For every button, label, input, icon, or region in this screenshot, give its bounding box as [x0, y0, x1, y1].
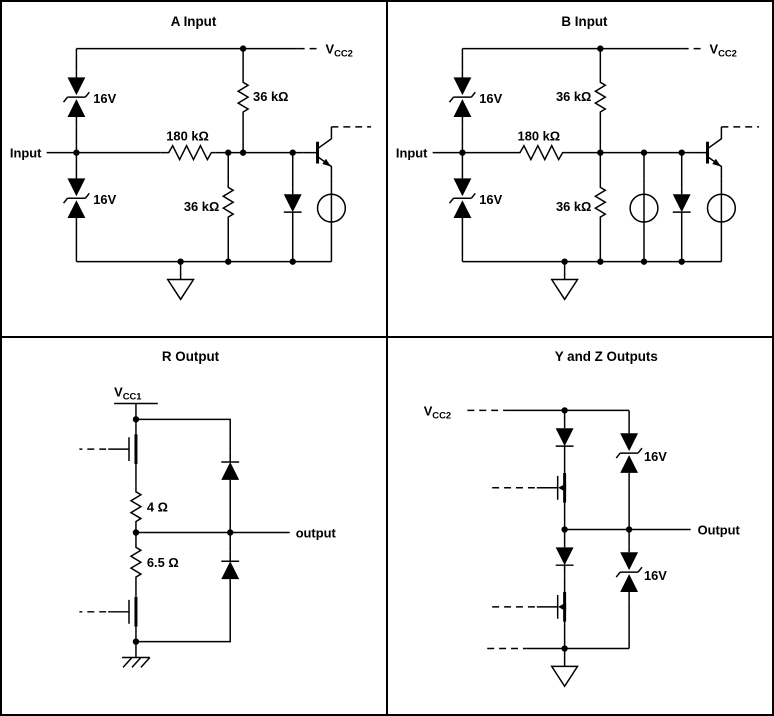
a-pullup-resistor — [237, 76, 249, 118]
b-pulldown-resistor-label: 36 kΩ — [556, 199, 591, 214]
a-input-label: Input — [10, 146, 42, 161]
b-input-label: Input — [396, 146, 428, 161]
panel-yz-outputs: Y and Z Outputs — [424, 349, 741, 687]
yz-output-wires — [467, 409, 691, 659]
yz-upper-diode — [554, 421, 575, 457]
b-zener-pair-bottom — [448, 171, 477, 229]
b-series-resistor-label: 180 kΩ — [518, 129, 561, 144]
b-current-source-2 — [706, 177, 737, 239]
yz-upper-mosfet — [537, 458, 566, 518]
yz-zener-top-label: 16V — [644, 449, 667, 464]
b-zener-pair-top — [448, 70, 477, 128]
a-input-wires — [46, 47, 372, 272]
r-lower-clamp-diode — [220, 550, 240, 586]
b-junction-dots — [459, 45, 685, 265]
yz-junction-dots — [561, 407, 633, 652]
panel-divider-horizontal — [2, 336, 772, 338]
a-zener-pair-bottom — [62, 171, 91, 229]
b-vcc2-label: VCC2 — [709, 42, 736, 59]
a-zener-pair-top — [62, 70, 91, 128]
yz-zener-pair-bottom — [615, 545, 643, 603]
yz-zener-pair-top — [615, 426, 643, 484]
b-zener-top-label: 16V — [479, 91, 502, 106]
a-ground-symbol — [166, 270, 195, 301]
r-lower-mosfet — [106, 580, 138, 644]
r-junction-dots — [132, 416, 234, 645]
a-junction-dots — [73, 45, 296, 265]
yz-outputs-title: Y and Z Outputs — [555, 349, 658, 364]
a-pulldown-resistor — [222, 181, 234, 223]
a-series-resistor — [160, 144, 217, 161]
b-pullup-resistor-label: 36 kΩ — [556, 89, 591, 104]
r-vcc1-label: VCC1 — [114, 385, 141, 402]
r-upper-clamp-diode — [220, 451, 240, 487]
a-series-resistor-label: 180 kΩ — [166, 129, 209, 144]
r-lower-resistor-label: 6.5 Ω — [147, 555, 179, 570]
r-upper-mosfet — [106, 417, 138, 481]
b-pulldown-resistor — [594, 181, 607, 223]
panel-b-input: B Input — [396, 14, 760, 301]
b-input-wires — [432, 47, 760, 272]
yz-lower-diode — [554, 540, 575, 576]
panel-a-input: A Input — [10, 14, 372, 301]
a-current-source — [316, 177, 347, 239]
b-ground-symbol — [550, 270, 579, 301]
a-pullup-resistor-label: 36 kΩ — [253, 89, 288, 104]
b-current-source-1 — [629, 177, 659, 239]
b-pullup-resistor — [594, 76, 607, 118]
r-output-wires — [79, 402, 290, 658]
yz-output-label: Output — [698, 522, 741, 537]
r-lower-resistor — [130, 541, 142, 583]
b-series-resistor — [511, 144, 568, 161]
a-input-title: A Input — [171, 14, 217, 29]
a-pulldown-resistor-label: 36 kΩ — [184, 199, 219, 214]
a-zener-top-label: 16V — [93, 91, 116, 106]
yz-vcc2-label: VCC2 — [424, 403, 451, 420]
a-vcc2-label: VCC2 — [325, 42, 352, 59]
r-output-title: R Output — [162, 349, 220, 364]
panel-divider-vertical — [386, 2, 388, 714]
b-input-title: B Input — [561, 14, 608, 29]
b-input-transistor — [692, 125, 723, 180]
b-zener-bottom-label: 16V — [479, 192, 502, 207]
yz-ground-symbol — [550, 657, 579, 687]
r-ground-symbol — [121, 656, 151, 669]
panel-r-output: R Output VCC1 4 Ω 6.5 Ω — [79, 349, 337, 669]
a-input-transistor — [302, 125, 333, 180]
yz-zener-bottom-label: 16V — [644, 568, 667, 583]
b-clamp-diode — [672, 187, 692, 223]
a-zener-bottom-label: 16V — [93, 192, 116, 207]
r-output-label: output — [296, 525, 337, 540]
yz-lower-mosfet — [537, 577, 566, 637]
r-upper-resistor-label: 4 Ω — [147, 500, 168, 515]
r-upper-resistor — [130, 486, 142, 528]
a-clamp-diode — [283, 187, 303, 223]
